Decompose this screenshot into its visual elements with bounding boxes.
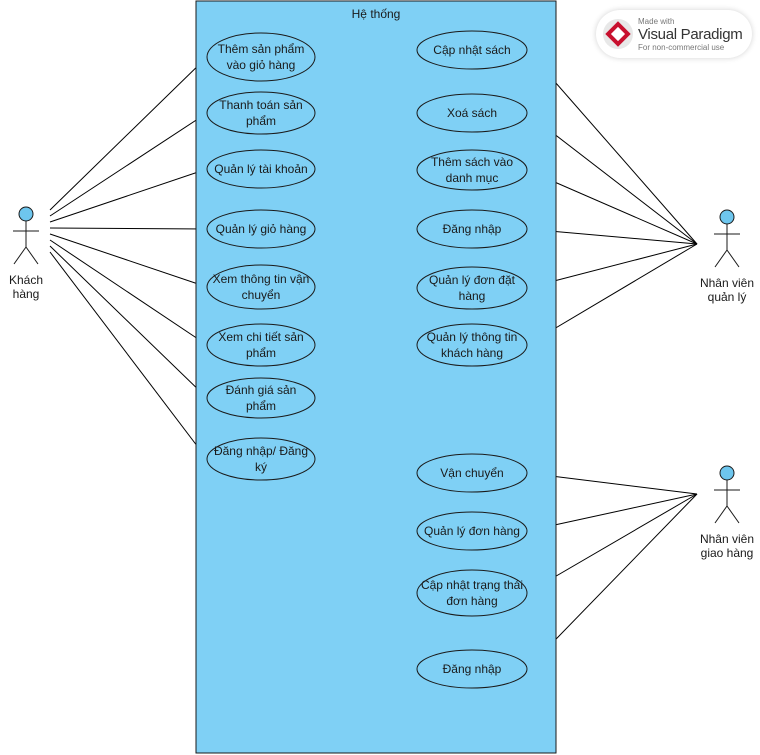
use-case-label: Quản lý đơn đặt bbox=[429, 273, 516, 287]
use-case-ellipse[interactable] bbox=[416, 209, 528, 249]
association-uc-them-gio-hang bbox=[49, 56, 208, 211]
association-uc-dang-nhap-dang-ky bbox=[49, 251, 208, 460]
use-case-label: Thanh toán sản bbox=[219, 98, 302, 112]
use-case-ellipse[interactable] bbox=[416, 453, 528, 493]
use-case-ellipse[interactable] bbox=[416, 569, 528, 617]
use-case-label: Quản lý giỏ hàng bbox=[216, 222, 307, 236]
use-case-uc-dang-nhap-dang-ky[interactable]: Đăng nhập/ Đăng ký bbox=[206, 437, 316, 481]
use-case-ellipse[interactable] bbox=[416, 30, 528, 70]
use-case-label: Đăng nhập bbox=[443, 222, 502, 236]
actor-head-icon bbox=[18, 206, 34, 222]
use-case-label: Xem thông tin vận bbox=[213, 272, 310, 286]
use-case-ellipse[interactable] bbox=[206, 149, 316, 189]
use-case-ellipse[interactable] bbox=[206, 264, 316, 310]
use-case-uc-xem-van-chuyen[interactable]: Xem thông tin vận chuyển bbox=[206, 264, 316, 310]
use-case-label: phẩm bbox=[246, 399, 276, 413]
actor-head-icon bbox=[719, 465, 735, 481]
use-case-uc-them-gio-hang[interactable]: Thêm sản phẩm vào giỏ hàng bbox=[206, 32, 316, 82]
actor-label: hàng bbox=[13, 287, 40, 301]
use-case-label: Đăng nhập/ Đăng bbox=[214, 444, 308, 458]
actor-label: Khách bbox=[9, 273, 43, 287]
actor-right-leg bbox=[726, 505, 740, 524]
use-case-label: Vận chuyển bbox=[440, 466, 503, 480]
use-case-label: Cập nhật sách bbox=[433, 43, 510, 57]
use-case-uc-quan-ly-tai-khoan[interactable]: Quản lý tài khoản bbox=[206, 149, 316, 189]
use-case-label: đơn hàng bbox=[446, 594, 497, 608]
use-case-uc-quan-ly-don-dat[interactable]: Quản lý đơn đặt hàng bbox=[416, 266, 528, 310]
use-case-uc-xoa-sach[interactable]: Xoá sách bbox=[416, 93, 528, 133]
use-case-label: danh mục bbox=[446, 171, 499, 185]
actor-right-leg bbox=[726, 249, 740, 268]
actor-label: quản lý bbox=[708, 290, 747, 304]
actor-label: Nhân viên bbox=[700, 276, 754, 290]
use-case-uc-cap-nhat-sach[interactable]: Cập nhật sách bbox=[416, 30, 528, 70]
use-case-label: Xem chi tiết sản bbox=[218, 330, 303, 344]
use-case-ellipse[interactable] bbox=[416, 649, 528, 689]
use-case-uc-thanh-toan[interactable]: Thanh toán sản phẩm bbox=[206, 91, 316, 135]
use-case-uc-them-sach[interactable]: Thêm sách vào danh mục bbox=[416, 149, 528, 191]
use-case-label: Thêm sách vào bbox=[431, 155, 513, 169]
use-case-ellipse[interactable] bbox=[206, 323, 316, 367]
use-case-uc-quan-ly-khach[interactable]: Quản lý thông tin khách hàng bbox=[416, 323, 528, 367]
use-case-label: phẩm bbox=[246, 346, 276, 360]
watermark-subtitle: For non-commercial use bbox=[638, 43, 725, 52]
use-case-ellipse[interactable] bbox=[416, 323, 528, 367]
visual-paradigm-logo-icon bbox=[603, 19, 633, 49]
actor-label: Nhân viên bbox=[700, 532, 754, 546]
actor-label: giao hàng bbox=[701, 546, 754, 560]
use-case-ellipse[interactable] bbox=[416, 266, 528, 310]
association-uc-quan-ly-gio-hang bbox=[49, 227, 208, 230]
actor-left-leg bbox=[13, 246, 27, 265]
actor-left-leg bbox=[714, 505, 728, 524]
use-case-label: Cập nhật trạng thái bbox=[421, 578, 523, 592]
watermark-made-with: Made with bbox=[638, 17, 675, 26]
association-uc-quan-ly-tai-khoan bbox=[49, 168, 208, 223]
use-case-uc-van-chuyen[interactable]: Vận chuyển bbox=[416, 453, 528, 493]
use-case-uc-cap-nhat-trang-thai[interactable]: Cập nhật trạng thái đơn hàng bbox=[416, 569, 528, 617]
use-case-ellipse[interactable] bbox=[416, 511, 528, 551]
actor-right-leg bbox=[25, 246, 39, 265]
use-case-label: ký bbox=[255, 460, 267, 474]
use-case-label: phẩm bbox=[246, 114, 276, 128]
association-uc-danh-gia bbox=[49, 245, 208, 399]
use-case-ellipse[interactable] bbox=[206, 91, 316, 135]
watermark-brand: Visual Paradigm bbox=[638, 26, 743, 43]
system-title: Hệ thống bbox=[352, 7, 401, 21]
use-case-label: hàng bbox=[459, 289, 486, 303]
use-case-label: vào giỏ hàng bbox=[227, 58, 296, 72]
use-case-label: Xoá sách bbox=[447, 106, 497, 120]
association-uc-thanh-toan bbox=[49, 112, 208, 217]
use-case-label: Đăng nhập bbox=[443, 662, 502, 676]
use-case-uc-quan-ly-don-hang[interactable]: Quản lý đơn hàng bbox=[416, 511, 528, 551]
use-case-ellipse[interactable] bbox=[206, 209, 316, 249]
use-case-ellipse[interactable] bbox=[206, 377, 316, 419]
use-case-label: chuyển bbox=[242, 288, 281, 302]
use-case-uc-dang-nhap-ql[interactable]: Đăng nhập bbox=[416, 209, 528, 249]
actor-head-icon bbox=[719, 209, 735, 225]
use-case-ellipse[interactable] bbox=[416, 149, 528, 191]
use-case-ellipse[interactable] bbox=[416, 93, 528, 133]
use-case-label: Đánh giá sản bbox=[226, 383, 297, 397]
use-case-label: Quản lý tài khoản bbox=[214, 162, 307, 176]
use-case-ellipse[interactable] bbox=[206, 32, 316, 82]
association-uc-xem-chi-tiet bbox=[49, 239, 208, 346]
use-case-label: Thêm sản phẩm bbox=[218, 42, 305, 56]
visual-paradigm-watermark: Made with Visual Paradigm For non-commer… bbox=[596, 10, 752, 58]
use-case-label: Quản lý thông tin bbox=[427, 330, 518, 344]
use-case-uc-quan-ly-gio-hang[interactable]: Quản lý giỏ hàng bbox=[206, 209, 316, 249]
use-case-label: khách hàng bbox=[441, 346, 503, 360]
use-case-uc-danh-gia[interactable]: Đánh giá sản phẩm bbox=[206, 377, 316, 419]
use-case-uc-dang-nhap-gh[interactable]: Đăng nhập bbox=[416, 649, 528, 689]
use-case-label: Quản lý đơn hàng bbox=[424, 524, 520, 538]
actor-left-leg bbox=[714, 249, 728, 268]
association-uc-xem-van-chuyen bbox=[49, 233, 208, 288]
use-case-ellipse[interactable] bbox=[206, 437, 316, 481]
use-case-uc-xem-chi-tiet[interactable]: Xem chi tiết sản phẩm bbox=[206, 323, 316, 367]
